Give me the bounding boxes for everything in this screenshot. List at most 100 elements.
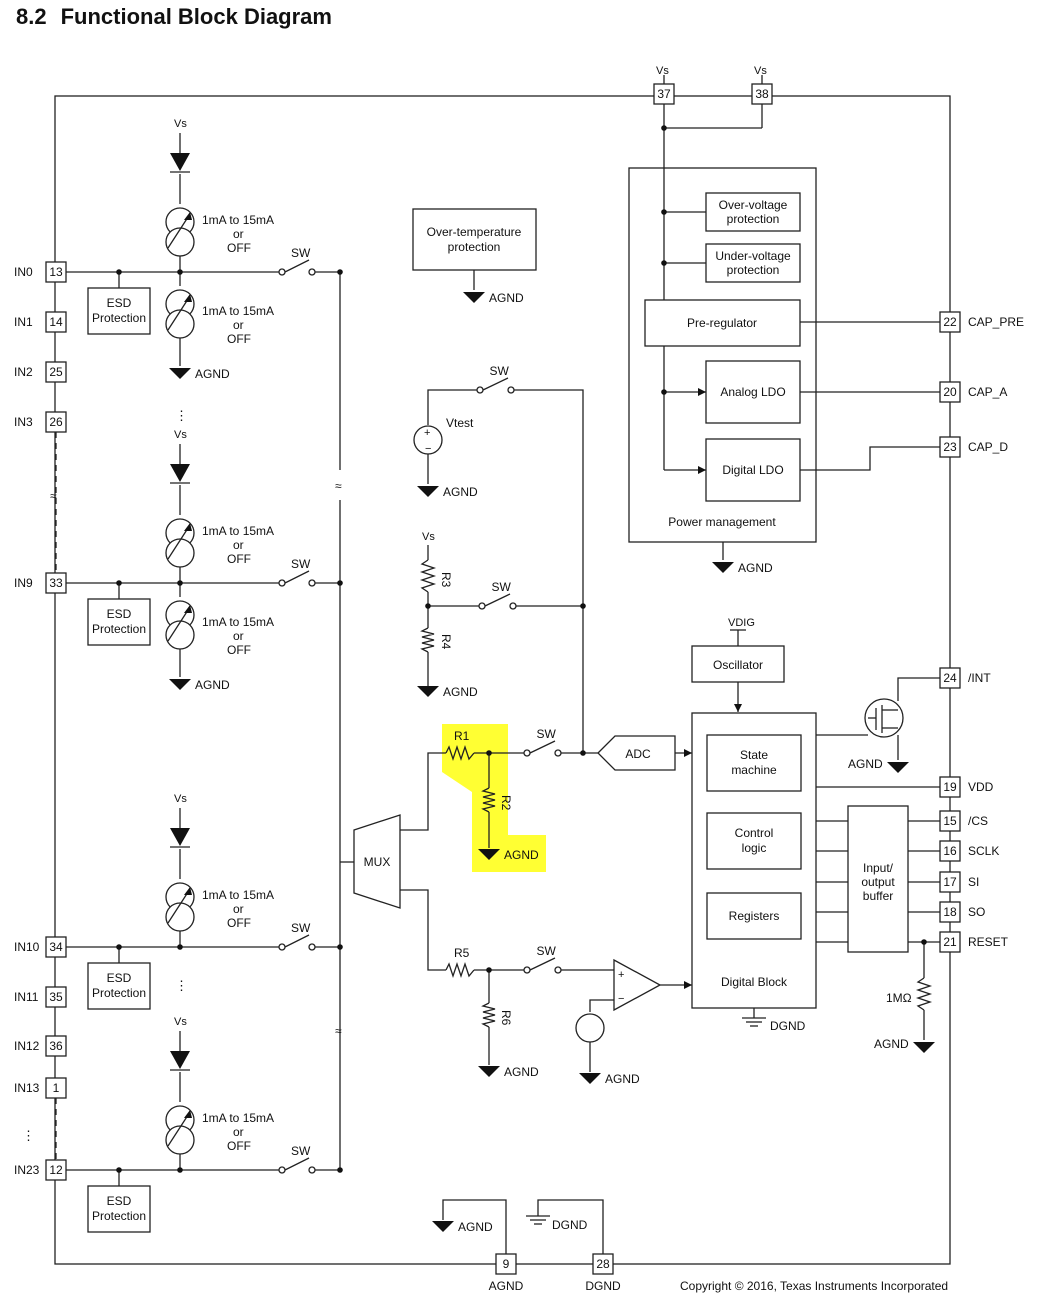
vs-junction: [661, 125, 667, 131]
ch-in10-bus-dot: [337, 944, 343, 950]
ch-in23-vs-diode-vs: Vs: [174, 1016, 187, 1028]
ch-in9-vs-diode: [170, 464, 190, 482]
under-volt-line2: protection: [727, 263, 780, 277]
channel-ellipsis-1: ⋮: [175, 408, 188, 423]
pin-bottom-28-number: 28: [596, 1257, 610, 1271]
over-temp-agnd-label: AGND: [489, 291, 524, 305]
digital-block-label: Digital Block: [721, 975, 788, 989]
control-logic-block: [706, 812, 802, 870]
pin-so-number: 18: [943, 905, 957, 919]
r5-resistor: [445, 961, 475, 979]
divider-agnd-label: AGND: [443, 685, 478, 699]
ch-in10-switch-label: SW: [291, 921, 311, 935]
ch-in0-esd-l2: Protection: [92, 311, 146, 325]
pin-label-in11: IN11: [14, 990, 39, 1004]
over-volt-line2: protection: [727, 212, 780, 226]
r1-resistor: [445, 744, 475, 762]
ch-in0-high-text-l2: or: [233, 227, 244, 241]
pin-cs-number: 15: [943, 814, 957, 828]
ch-in0-switch: SW: [278, 246, 316, 276]
ch-in10-high-text-l3: OFF: [227, 916, 251, 930]
vtest-minus: −: [425, 443, 431, 455]
ch-in23-esd-dot: [116, 1167, 122, 1173]
block-labels: Over-temperature protection Over-voltage…: [364, 198, 948, 1293]
adc-junction: [580, 750, 586, 756]
channel-ellipsis-2: ⋮: [175, 978, 188, 993]
pin-cap-a-box: [939, 381, 961, 403]
ch-in23-esd-l2: Protection: [92, 1209, 146, 1223]
vdig-label: VDIG: [728, 617, 755, 629]
oscillator-arrow: [734, 704, 742, 712]
pin-reset-box: [939, 931, 961, 953]
pin-sclk-box: [939, 840, 961, 862]
ch-in9-high-text-l2: or: [233, 538, 244, 552]
pin-cap-a-number: 20: [943, 385, 957, 399]
ch-in23-src-dot: [177, 1167, 183, 1173]
over-temp-line2: protection: [448, 240, 501, 254]
pin-right-label-22: CAP_PRE: [968, 315, 1024, 329]
ovp-junction: [661, 209, 667, 215]
pin-right-label-23: CAP_D: [968, 440, 1008, 454]
ch-in23-esd-l1: ESD: [107, 1194, 132, 1208]
vtest-switch-label: SW: [490, 364, 510, 378]
ch-in0-agnd-label: AGND: [195, 367, 230, 381]
r2-resistor: [481, 787, 496, 813]
pin-cs-box: [939, 810, 961, 832]
copyright: Copyright © 2016, Texas Instruments Inco…: [680, 1279, 948, 1293]
r1-switch: SW: [523, 727, 562, 757]
oscillator-label: Oscillator: [713, 658, 763, 672]
pin-right-label-17: SI: [968, 875, 979, 889]
ch-in10-vs-diode-vs: Vs: [174, 793, 187, 805]
pin-right-label-21: RESET: [968, 935, 1009, 949]
state-machine-line2: machine: [731, 763, 777, 777]
pin-right-label-15: /CS: [968, 814, 988, 828]
vtest-agnd-label: AGND: [443, 485, 478, 499]
digital-ldo-label: Digital LDO: [722, 463, 783, 477]
ch-in0-source-low: [165, 289, 195, 339]
r5-switch: SW: [523, 944, 562, 974]
ch-in0-source-high: [165, 207, 195, 257]
divider-switch: SW: [478, 580, 517, 610]
pin-so-box: [939, 901, 961, 923]
ch-in0-esd-l1: ESD: [107, 296, 132, 310]
int-mosfet: [864, 698, 904, 738]
comparator-minus: −: [618, 993, 624, 1005]
vtest-source: [413, 425, 443, 455]
ch-in0-low-text-l1: 1mA to 15mA: [202, 304, 274, 318]
ch-in9-esd-l1: ESD: [107, 607, 132, 621]
pin-in2-number: 25: [49, 365, 63, 379]
io-buffer-line3: buffer: [863, 889, 893, 903]
uvp-junction: [661, 260, 667, 266]
mosfet-agnd-label: AGND: [848, 757, 883, 771]
pin-in10-number: 34: [49, 940, 63, 954]
r5-label: R5: [454, 946, 470, 960]
mux-block: [353, 814, 401, 909]
divider-wiring: [427, 545, 583, 686]
pin-in0-box: [45, 261, 67, 283]
ch-in9-low-text-l1: 1mA to 15mA: [202, 615, 274, 629]
ch-in10-source-high: [165, 882, 195, 932]
pin-bottom-9-box: [495, 1253, 517, 1275]
junction-dots: [116, 125, 927, 1173]
pin-bottom-9-number: 9: [503, 1257, 510, 1271]
ch-in9-source-high: [165, 518, 195, 568]
r3r4-junction: [425, 603, 431, 609]
ch-in9-esd-dot: [116, 580, 122, 586]
divider-switch-label: SW: [492, 580, 512, 594]
state-machine-block: [706, 734, 802, 792]
ch-in9-high-text-l1: 1mA to 15mA: [202, 524, 274, 538]
mosfet-agnd: [887, 762, 909, 773]
pin-cap-d-number: 23: [943, 440, 957, 454]
io-buffer-line2: output: [861, 875, 895, 889]
divider-junction: [580, 603, 586, 609]
pin-label-in3: IN3: [14, 415, 33, 429]
ch-in23-source-high: [165, 1105, 195, 1155]
io-buffer-block: [847, 805, 909, 953]
ch-in9-esd: [87, 598, 151, 646]
pin-label-in1: IN1: [14, 315, 33, 329]
digital-ldo-arrow: [698, 466, 706, 474]
registers-label: Registers: [729, 909, 780, 923]
r6-resistor: [481, 1002, 496, 1028]
ch-in9-vs-diode-vs: Vs: [174, 429, 187, 441]
